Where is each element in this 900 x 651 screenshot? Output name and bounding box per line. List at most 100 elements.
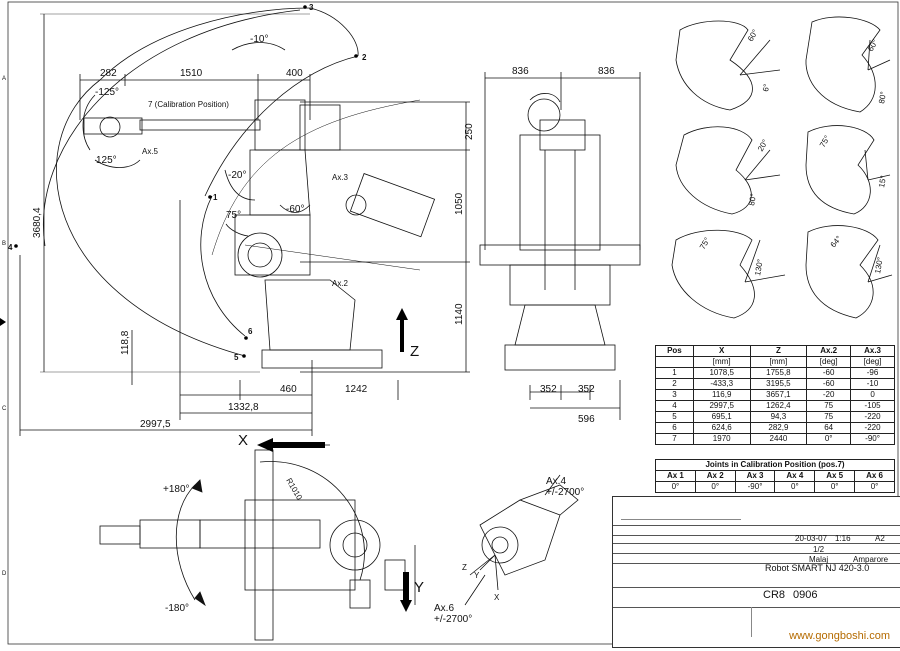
drawing-scale: 1:16: [835, 534, 851, 543]
wrist-angle-5: 20°: [756, 138, 770, 153]
table-cell: -10: [850, 378, 895, 390]
table-cell: 0°: [806, 433, 852, 445]
table-cell: 116,9: [692, 389, 751, 401]
dim-1140: 1140: [454, 303, 465, 325]
table-cell: 1262,4: [749, 400, 808, 412]
table-cell: [deg]: [806, 356, 852, 368]
table-cell: -220: [850, 411, 895, 423]
svg-text:B: B: [2, 241, 6, 247]
dim-1332: 1332,8: [228, 402, 259, 413]
wrist-details: [671, 16, 893, 319]
dim-1050: 1050: [454, 192, 465, 215]
table-cell: -96: [850, 367, 895, 379]
point-5: 5: [234, 353, 239, 362]
dim-352-left: 352: [540, 384, 557, 395]
table-cell: 0: [850, 389, 895, 401]
table-cell: 3: [655, 389, 694, 401]
detail-y-label: Y: [474, 571, 480, 580]
table-header: Pos: [655, 345, 694, 357]
table-header: Ax 4: [774, 470, 816, 482]
table-cell: 7: [655, 433, 694, 445]
svg-text:A: A: [2, 76, 6, 82]
ax2-label: Ax.2: [332, 279, 349, 288]
drawn-by: Malaj: [809, 555, 829, 564]
dim-836-right: 836: [598, 66, 615, 77]
x-axis-label: X: [238, 432, 248, 449]
table-cell: 2: [655, 378, 694, 390]
table-cell: 4: [655, 400, 694, 412]
calibration-position-label: 7 (Calibration Position): [148, 100, 229, 109]
table-cell: 0°: [774, 481, 816, 493]
table-cell: [deg]: [850, 356, 895, 368]
dim-282: 282: [100, 68, 117, 79]
plan-view: [99, 444, 416, 641]
point-6: 6: [248, 327, 253, 336]
angle-125: 125°: [96, 155, 117, 166]
table-cell: 695,1: [692, 411, 751, 423]
table-cell: 1755,8: [749, 367, 808, 379]
dim-596: 596: [578, 414, 595, 425]
calibration-table-title: Joints in Calibration Position (pos.7): [655, 459, 895, 471]
table-cell: -90°: [734, 481, 776, 493]
drawing-date: 20-03-07: [795, 534, 828, 543]
table-cell: 5: [655, 411, 694, 423]
table-cell: -60: [806, 378, 852, 390]
table-cell: 282,9: [749, 422, 808, 434]
table-cell: 2997,5: [692, 400, 751, 412]
table-cell: 75: [806, 411, 852, 423]
table-cell: 2440: [749, 433, 808, 445]
table-cell: 75: [806, 400, 852, 412]
table-header-row: Ax 1 Ax 2 Ax 3 Ax 4 Ax 5 Ax 6: [655, 470, 895, 482]
point-4: 4: [8, 243, 13, 252]
drawing-size: A2: [875, 534, 885, 543]
detail-x-label: X: [494, 593, 500, 602]
wrist-angle-12: 130°: [873, 256, 885, 274]
angle-minus10: -10°: [250, 34, 268, 45]
ax6-range: +/-2700°: [434, 614, 472, 625]
table-cell: [mm]: [692, 356, 751, 368]
table-cell: 3657,1: [749, 389, 808, 401]
dim-250: 250: [464, 123, 475, 140]
angle-minus125: -125°: [95, 87, 119, 98]
table-header: Ax 3: [734, 470, 776, 482]
position-table: Pos X Z Ax.2 Ax.3 [mm] [mm] [deg] [deg] …: [655, 345, 895, 445]
dim-3680: 3680,4: [32, 207, 43, 238]
table-cell: [mm]: [749, 356, 808, 368]
point-1: 1: [213, 193, 218, 202]
angle-minus60: -60°: [286, 204, 304, 215]
drawing-description: Robot SMART NJ 420-3.0: [765, 563, 870, 573]
table-cell: 0°: [655, 481, 696, 493]
table-cell: [655, 356, 694, 368]
table-cell: 1: [655, 367, 694, 379]
plus-180-label: +180°: [163, 484, 190, 495]
svg-text:D: D: [2, 571, 7, 577]
dim-1510: 1510: [180, 68, 203, 79]
table-cell: 6: [655, 422, 694, 434]
table-cell: 64: [806, 422, 852, 434]
point-2: 2: [362, 53, 367, 62]
wrist-angle-8: 15°: [877, 175, 888, 188]
ax5-label: Ax.5: [142, 147, 159, 156]
radius-1010: R1010: [284, 477, 304, 502]
dim-2997: 2997,5: [140, 419, 171, 430]
y-axis-label: Y: [414, 579, 424, 596]
table-header-row: Pos X Z Ax.2 Ax.3: [655, 345, 895, 357]
checked-by: Amparore: [853, 555, 889, 564]
wrist-angle-6: 80°: [747, 193, 758, 206]
dim-460: 460: [280, 384, 297, 395]
ax6-label: Ax.6: [434, 603, 454, 614]
table-cell: 0°: [854, 481, 895, 493]
side-view: [19, 7, 470, 436]
table-header: Z: [749, 345, 808, 357]
z-axis-label: Z: [410, 343, 419, 360]
table-header: Ax.2: [806, 345, 852, 357]
wrist-angle-10: 130°: [753, 258, 765, 276]
table-cell: -90°: [850, 433, 895, 445]
